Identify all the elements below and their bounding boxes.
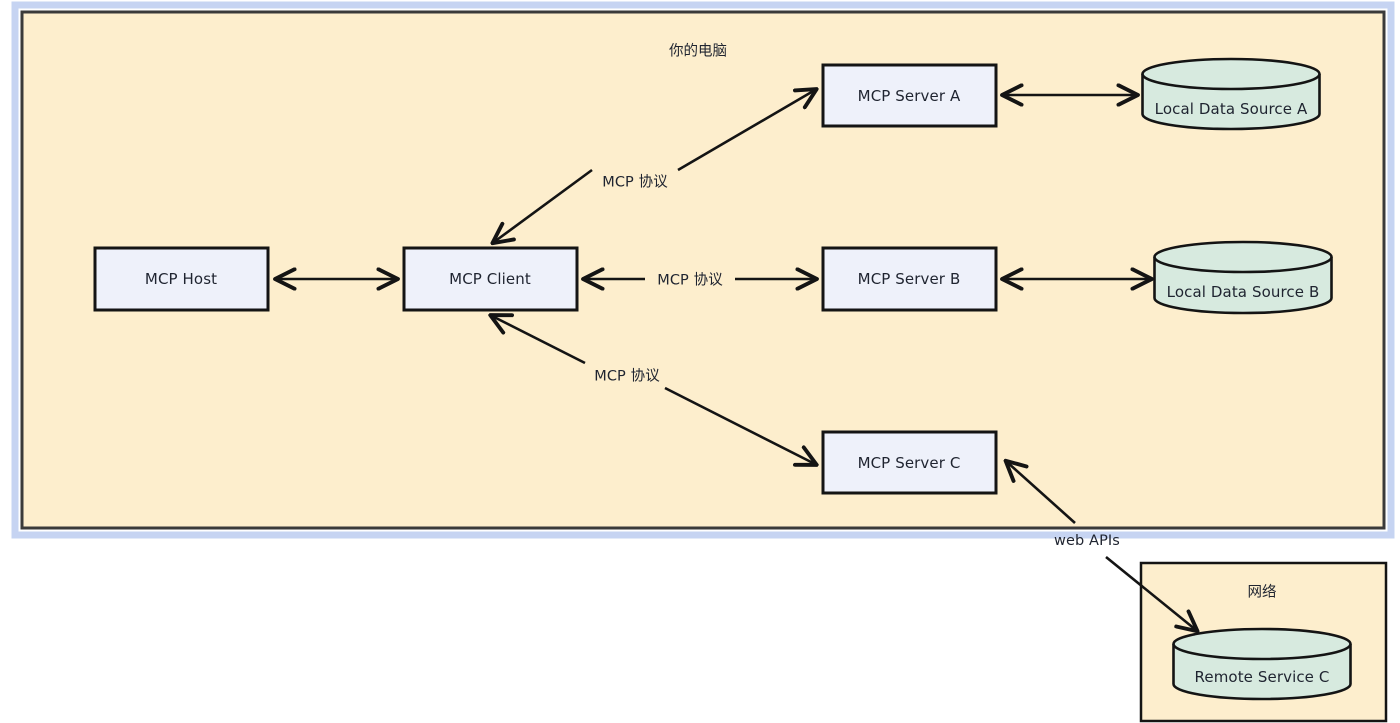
edge-client-to-server-a-lower (490, 168, 593, 246)
container-title-network: 网络 (1247, 584, 1277, 601)
edge-server-c-to-remote-c-upper (1003, 458, 1076, 524)
edge-label-client-to-server-c: MCP 协议 (594, 368, 660, 385)
container-title-your-computer: 你的电脑 (669, 43, 727, 60)
node-label-mcp-server-c: MCP Server C (857, 454, 961, 472)
container-your-computer-selection (11, 1, 1395, 539)
node-label-mcp-host: MCP Host (144, 270, 218, 288)
node-remote-service-c[interactable] (1172, 627, 1352, 701)
node-mcp-server-c[interactable] (821, 430, 998, 495)
node-label-mcp-server-b: MCP Server B (857, 270, 961, 288)
node-label-local-data-source-a: Local Data Source A (1154, 100, 1308, 118)
edge-client-to-server-c-upper (488, 313, 586, 365)
node-label-mcp-server-a: MCP Server A (857, 87, 961, 105)
node-label-remote-service-c: Remote Service C (1194, 668, 1330, 686)
node-mcp-server-b[interactable] (821, 246, 998, 312)
edge-client-to-server-c-lower (664, 386, 819, 467)
node-local-data-source-a[interactable] (1141, 57, 1321, 131)
edge-server-c-to-remote-c-lower (1105, 555, 1200, 634)
node-mcp-client[interactable] (402, 246, 579, 312)
node-local-data-source-b[interactable] (1153, 240, 1333, 315)
node-label-local-data-source-b: Local Data Source B (1166, 283, 1320, 301)
edge-client-to-server-a-upper (677, 87, 819, 172)
edge-label-server-c-to-remote-c: web APIs (1054, 533, 1120, 549)
edge-label-client-to-server-a: MCP 协议 (602, 174, 668, 191)
edge-label-client-to-server-b: MCP 协议 (657, 272, 723, 289)
node-mcp-server-a[interactable] (821, 63, 998, 128)
node-mcp-host[interactable] (93, 246, 270, 312)
node-label-mcp-client: MCP Client (449, 270, 531, 288)
